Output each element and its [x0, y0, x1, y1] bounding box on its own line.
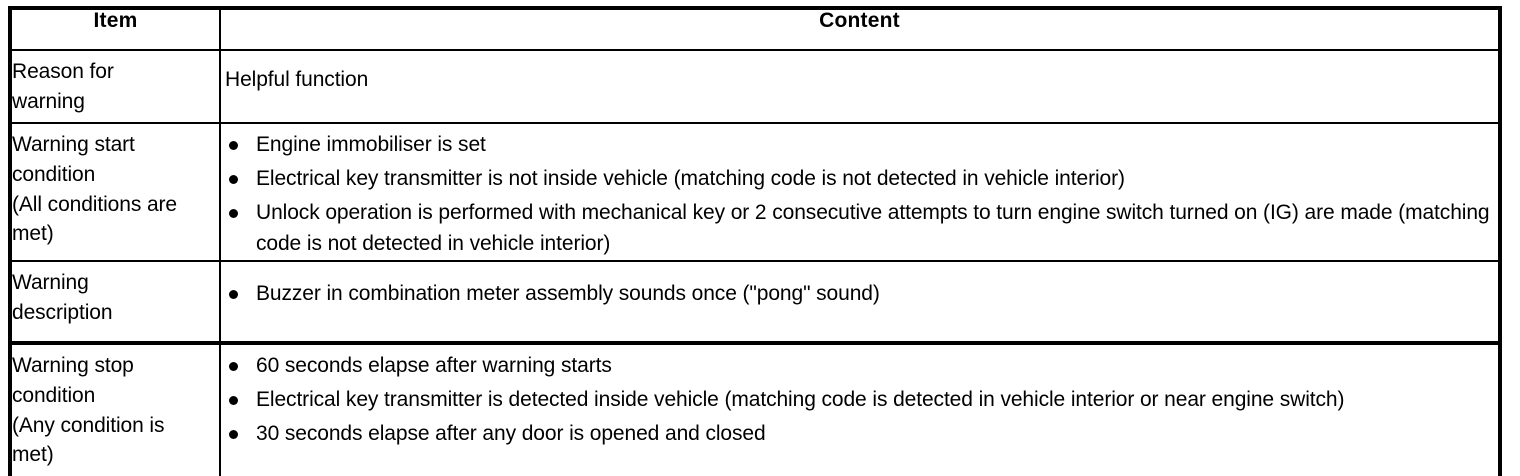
list-item: Unlock operation is performed with mecha…: [221, 198, 1498, 258]
table-body: Reason for warning Helpful function Warn…: [9, 49, 1501, 476]
table-row: Warning stop condition (Any condition is…: [9, 341, 1501, 476]
bullet-icon: [229, 430, 238, 440]
bullet-icon: [229, 396, 238, 406]
row-content: Helpful function: [219, 49, 1501, 124]
bullet-list: 60 seconds elapse after warning starts E…: [221, 351, 1498, 450]
list-item: Electrical key transmitter is not inside…: [221, 164, 1498, 194]
column-header-content: Content: [219, 7, 1501, 51]
list-item-text: 30 seconds elapse after any door is open…: [256, 422, 766, 446]
list-item: Engine immobiliser is set: [221, 130, 1498, 160]
list-item: Buzzer in combination meter assembly sou…: [221, 279, 1498, 309]
bullet-icon: [229, 362, 238, 371]
row-content: Engine immobiliser is set Electrical key…: [219, 122, 1501, 262]
column-header-item: Item: [9, 7, 221, 51]
bullet-icon: [229, 209, 238, 219]
table-header: Item Content: [9, 7, 1501, 51]
row-content: 60 seconds elapse after warning starts E…: [219, 341, 1501, 476]
warning-specification-table: Item Content Reason for warning Helpful …: [8, 6, 1502, 476]
bullet-list: Engine immobiliser is set Electrical key…: [221, 130, 1498, 259]
list-item-text: Buzzer in combination meter assembly sou…: [256, 282, 880, 305]
list-item-text: Engine immobiliser is set: [256, 133, 486, 156]
row-item-label: Warning stop condition (Any condition is…: [9, 341, 221, 476]
content-text: Helpful function: [225, 68, 369, 91]
row-content: Buzzer in combination meter assembly sou…: [219, 260, 1501, 344]
table-row: Reason for warning Helpful function: [9, 49, 1501, 124]
list-item: 30 seconds elapse after any door is open…: [221, 419, 1498, 449]
list-item: Electrical key transmitter is detected i…: [221, 385, 1498, 415]
list-item-text: 60 seconds elapse after warning starts: [256, 354, 612, 377]
row-item-label: Warning start condition (All conditions …: [9, 122, 221, 262]
list-item-text: Electrical key transmitter is not inside…: [256, 167, 1125, 191]
list-item: 60 seconds elapse after warning starts: [221, 351, 1498, 381]
table-row: Warning description Buzzer in combinatio…: [9, 260, 1501, 344]
bullet-icon: [229, 290, 238, 299]
list-item-text: Electrical key transmitter is detected i…: [256, 388, 1345, 412]
table-row: Warning start condition (All conditions …: [9, 122, 1501, 262]
list-item-text: Unlock operation is performed with mecha…: [256, 201, 1490, 255]
bullet-icon: [229, 175, 238, 185]
table-header-row: Item Content: [9, 7, 1501, 51]
bullet-list: Buzzer in combination meter assembly sou…: [221, 279, 1498, 309]
bullet-icon: [229, 141, 238, 150]
row-item-label: Reason for warning: [9, 49, 221, 124]
row-item-label: Warning description: [9, 260, 221, 344]
